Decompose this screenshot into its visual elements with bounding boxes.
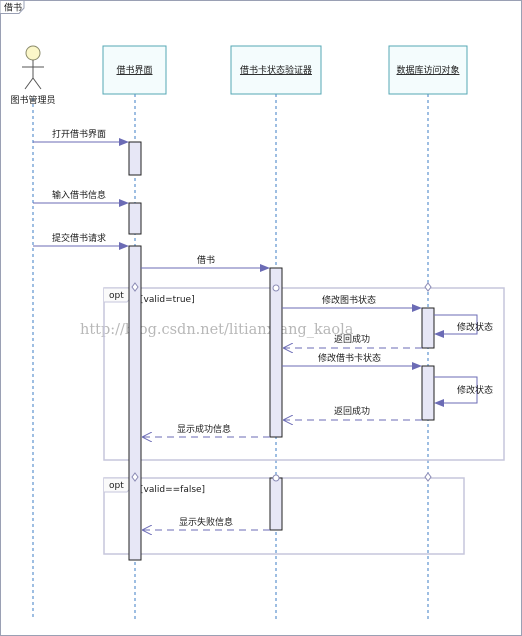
- message-label: 返回成功: [334, 333, 370, 345]
- message-return-success[interactable]: 返回成功: [283, 333, 422, 348]
- message-label: 修改状态: [457, 384, 493, 396]
- fragment-opt-valid-true[interactable]: opt [valid=true]: [103, 287, 505, 461]
- frame-title-tab: [0, 0, 25, 14]
- message-label: 返回成功: [334, 405, 370, 417]
- message-self-update-status[interactable]: 修改状态: [434, 314, 493, 338]
- actor-librarian[interactable]: 图书管理员: [10, 45, 56, 106]
- lifeline-head-dao[interactable]: 数据库访问对象: [388, 45, 468, 95]
- message-self-update-status[interactable]: 修改状态: [434, 376, 493, 407]
- message-label: 修改图书状态: [322, 294, 376, 306]
- message-label: 修改借书卡状态: [318, 352, 381, 364]
- message-show-failure-info[interactable]: 显示失败信息: [142, 516, 270, 530]
- lifeline-label-ui: 借书界面: [116, 64, 152, 76]
- lifeline-label-validator: 借书卡状态验证器: [240, 64, 312, 76]
- lifeline-head-validator[interactable]: 借书卡状态验证器: [230, 45, 322, 95]
- message-open-borrow-ui[interactable]: 打开借书界面: [33, 128, 129, 146]
- lifeline-head-ui[interactable]: 借书界面: [102, 45, 167, 95]
- actor-head-icon: [25, 45, 41, 61]
- activation-bar: [128, 202, 142, 235]
- message-label: 输入借书信息: [52, 189, 106, 201]
- message-enter-borrow-info[interactable]: 输入借书信息: [33, 189, 129, 207]
- activation-bar: [269, 267, 283, 438]
- message-borrow[interactable]: 借书: [141, 254, 270, 272]
- watermark: http://blog.csdn.net/litianxiang_kaola: [80, 322, 354, 338]
- message-label: 提交借书请求: [52, 232, 106, 244]
- message-show-success-info[interactable]: 显示成功信息: [142, 423, 270, 437]
- activation-bar: [128, 141, 142, 176]
- message-label: 打开借书界面: [52, 128, 106, 140]
- lifeline-label-dao: 数据库访问对象: [396, 64, 459, 76]
- fragment-guard: [valid==false]: [140, 485, 205, 495]
- message-label: 显示失败信息: [179, 516, 233, 528]
- activation-bar: [269, 477, 283, 531]
- frame-title: 借书: [4, 2, 22, 14]
- message-label: 显示成功信息: [177, 423, 231, 435]
- fragment-anchor-markers: [131, 282, 432, 482]
- message-label: 借书: [197, 254, 215, 266]
- fragment-guard: [valid=true]: [140, 295, 195, 305]
- message-submit-borrow-request[interactable]: 提交借书请求: [33, 232, 129, 250]
- activation-bar: [421, 307, 435, 349]
- message-label: 修改状态: [457, 321, 493, 333]
- actor-label: 图书管理员: [10, 94, 55, 106]
- fragment-operator: opt: [109, 291, 124, 301]
- message-update-card-status[interactable]: 修改借书卡状态: [282, 352, 422, 370]
- fragment-opt-valid-false[interactable]: opt [valid==false]: [103, 477, 465, 555]
- message-update-book-status[interactable]: 修改图书状态: [282, 294, 422, 312]
- activation-bar: [128, 245, 142, 561]
- fragment-operator: opt: [109, 481, 124, 491]
- message-return-success[interactable]: 返回成功: [283, 405, 422, 420]
- activation-bar: [421, 365, 435, 421]
